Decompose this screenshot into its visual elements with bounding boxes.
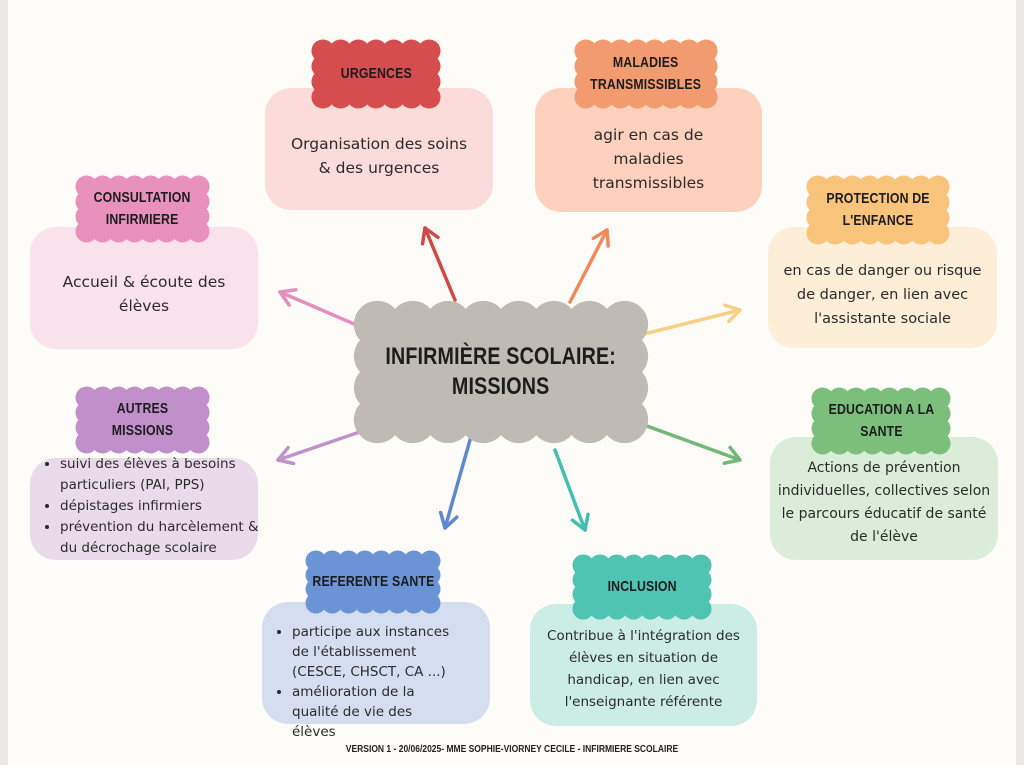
inclusion-box: Contribue à l'intégration des élèves en … [530, 604, 757, 726]
education-box: Actions de prévention individuelles, col… [770, 437, 998, 560]
cloud-shape [75, 175, 210, 243]
cloud-shape [311, 39, 441, 109]
inclusion-text: Contribue à l'intégration des élèves en … [547, 628, 740, 710]
consultation-box: Accueil & écoute des élèves [30, 227, 258, 349]
referente-item: amélioration de la qualité de vie des él… [292, 682, 457, 742]
maladies-header: MALADIES TRANSMISSIBLES [574, 39, 718, 109]
cloud-shape [572, 554, 712, 620]
consultation-title-1: CONSULTATION [94, 189, 191, 206]
education-title-1: EDUCATION A LA [828, 401, 934, 418]
consultation-arrow [278, 287, 370, 332]
protection-text: en cas de danger ou risque de danger, en… [783, 262, 982, 327]
maladies-arrow [568, 228, 610, 304]
referente-arrow [438, 438, 472, 530]
center-cloud: INFIRMIÈRE SCOLAIRE: MISSIONS [353, 300, 649, 444]
maladies-title-1: MALADIES [613, 54, 679, 71]
autres-item: prévention du harcèlement & du décrochag… [60, 517, 265, 559]
autres-title-1: AUTRES [116, 400, 169, 417]
cloud-shape [353, 300, 649, 444]
consultation-header: CONSULTATION INFIRMIERE [75, 175, 210, 243]
autres-header: AUTRES MISSIONS [75, 386, 210, 454]
autres-title-2: MISSIONS [111, 422, 174, 439]
footer-credit: VERSION 1 - 20/06/2025- MME SOPHIE-VIORN… [345, 744, 679, 755]
autres-item: suivi des élèves à besoins particuliers … [60, 454, 260, 496]
referente-box: participe aux instances de l'établisseme… [262, 602, 490, 740]
urgences-box: Organisation des soins & des urgences [265, 88, 493, 210]
center-title-1: INFIRMIÈRE SCOLAIRE: [385, 343, 617, 370]
inclusion-arrow [553, 448, 590, 532]
education-text: Actions de prévention individuelles, col… [777, 459, 991, 545]
cloud-shape [574, 39, 718, 109]
education-header: EDUCATION A LA SANTE [811, 387, 951, 455]
urgences-header: URGENCES [311, 39, 441, 109]
cloud-shape [75, 386, 210, 454]
consultation-title-2: INFIRMIERE [106, 211, 179, 228]
cloud-shape [806, 175, 950, 245]
autres-box: suivi des élèves à besoins particuliers … [30, 456, 259, 560]
cloud-shape [811, 387, 951, 455]
referente-title: REFERENTE SANTE [311, 573, 435, 590]
protection-header: PROTECTION DE L'ENFANCE [806, 175, 950, 245]
protection-title-2: L'ENFANCE [842, 212, 914, 229]
urgences-title: URGENCES [340, 65, 412, 82]
autres-list: suivi des élèves à besoins particuliers … [40, 454, 265, 559]
protection-title-1: PROTECTION DE [826, 190, 930, 207]
referente-list: participe aux instances de l'établisseme… [272, 622, 457, 742]
urgences-text: Organisation des soins & des urgences [290, 135, 468, 177]
maladies-box: agir en cas de maladies transmissibles [535, 88, 762, 212]
inclusion-header: INCLUSION [572, 554, 712, 620]
maladies-title-2: TRANSMISSIBLES [590, 76, 702, 93]
urgences-arrow [420, 226, 457, 302]
education-title-2: SANTE [859, 423, 903, 440]
inclusion-title: INCLUSION [607, 578, 677, 595]
center-title-2: MISSIONS [452, 373, 550, 400]
autres-item: dépistages infirmiers [60, 496, 265, 517]
cloud-shape [305, 550, 441, 614]
consultation-text: Accueil & écoute des élèves [62, 273, 226, 315]
protection-box: en cas de danger ou risque de danger, en… [768, 227, 997, 348]
protection-arrow [638, 303, 742, 337]
referente-header: REFERENTE SANTE [305, 550, 441, 614]
referente-item: participe aux instances de l'établisseme… [292, 622, 457, 682]
maladies-text: agir en cas de maladies transmissibles [592, 126, 705, 192]
